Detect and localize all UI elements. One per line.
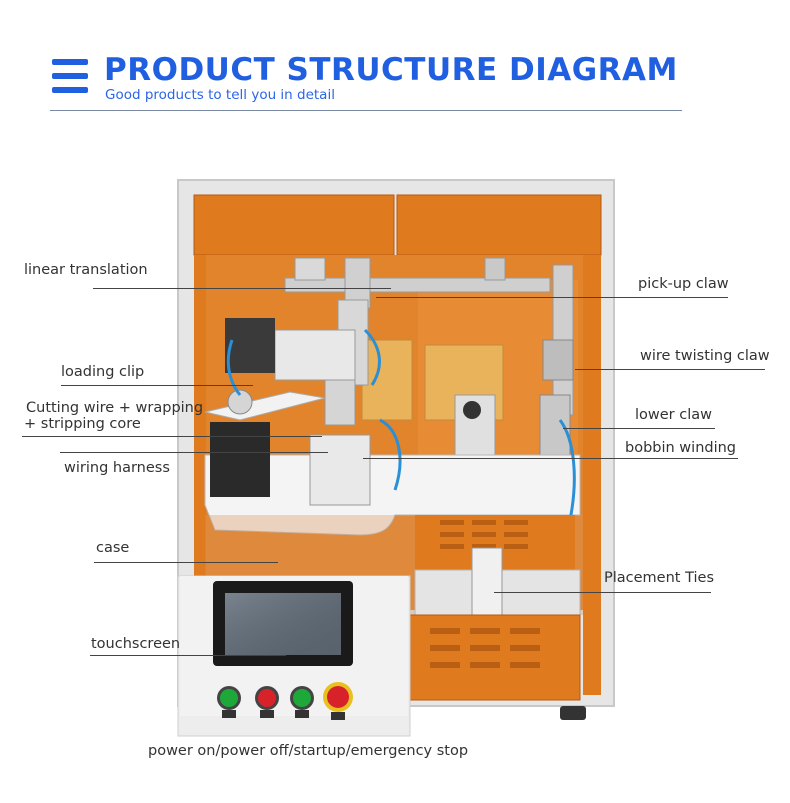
leader-case bbox=[94, 562, 278, 563]
leader-linear-translation bbox=[93, 288, 391, 289]
leader-loading-clip bbox=[61, 385, 253, 386]
leader-cutting-wire bbox=[22, 436, 322, 437]
leader-bobbin-winding bbox=[363, 458, 738, 459]
top-panel-right bbox=[396, 194, 602, 256]
leader-placement-ties bbox=[494, 592, 711, 593]
label-case: case bbox=[96, 540, 130, 556]
header-divider bbox=[50, 110, 682, 111]
motor bbox=[210, 422, 270, 497]
label-touchscreen: touchscreen bbox=[91, 636, 181, 652]
label-pick-up-claw: pick-up claw bbox=[638, 276, 729, 292]
leader-touchscreen bbox=[90, 655, 286, 656]
label-wire-twisting-claw: wire twisting claw bbox=[640, 348, 770, 364]
button-emergency-stop bbox=[323, 682, 353, 720]
label-cutting-wire: Cutting wire + wrapping bbox=[26, 400, 204, 416]
button-caption: power on/power off/startup/emergency sto… bbox=[148, 743, 469, 759]
leader-lower-claw bbox=[563, 428, 715, 429]
label-placement-ties: Placement Ties bbox=[604, 570, 714, 586]
menu-icon bbox=[52, 59, 88, 99]
button-power-on bbox=[217, 686, 241, 718]
top-panel-left bbox=[193, 194, 395, 256]
bottom-cabinet bbox=[409, 614, 581, 701]
button-power-off bbox=[255, 686, 279, 718]
leader-wire-twisting-claw bbox=[575, 369, 765, 370]
board-left bbox=[361, 339, 413, 421]
label-stripping-core: + stripping core bbox=[24, 416, 141, 432]
label-linear-translation: linear translation bbox=[24, 262, 148, 278]
label-loading-clip: loading clip bbox=[61, 364, 145, 380]
cable-chain bbox=[225, 318, 275, 373]
leader-pick-up-claw bbox=[376, 297, 728, 298]
label-bobbin-winding: bobbin winding bbox=[625, 440, 737, 456]
label-lower-claw: lower claw bbox=[635, 407, 712, 423]
page-title: PRODUCT STRUCTURE DIAGRAM bbox=[104, 52, 678, 88]
button-startup bbox=[290, 686, 314, 718]
label-wiring-harness: wiring harness bbox=[64, 460, 170, 476]
leader-wiring-harness bbox=[60, 452, 328, 453]
side-column-right bbox=[583, 255, 601, 695]
page-subtitle: Good products to tell you in detail bbox=[105, 87, 335, 103]
